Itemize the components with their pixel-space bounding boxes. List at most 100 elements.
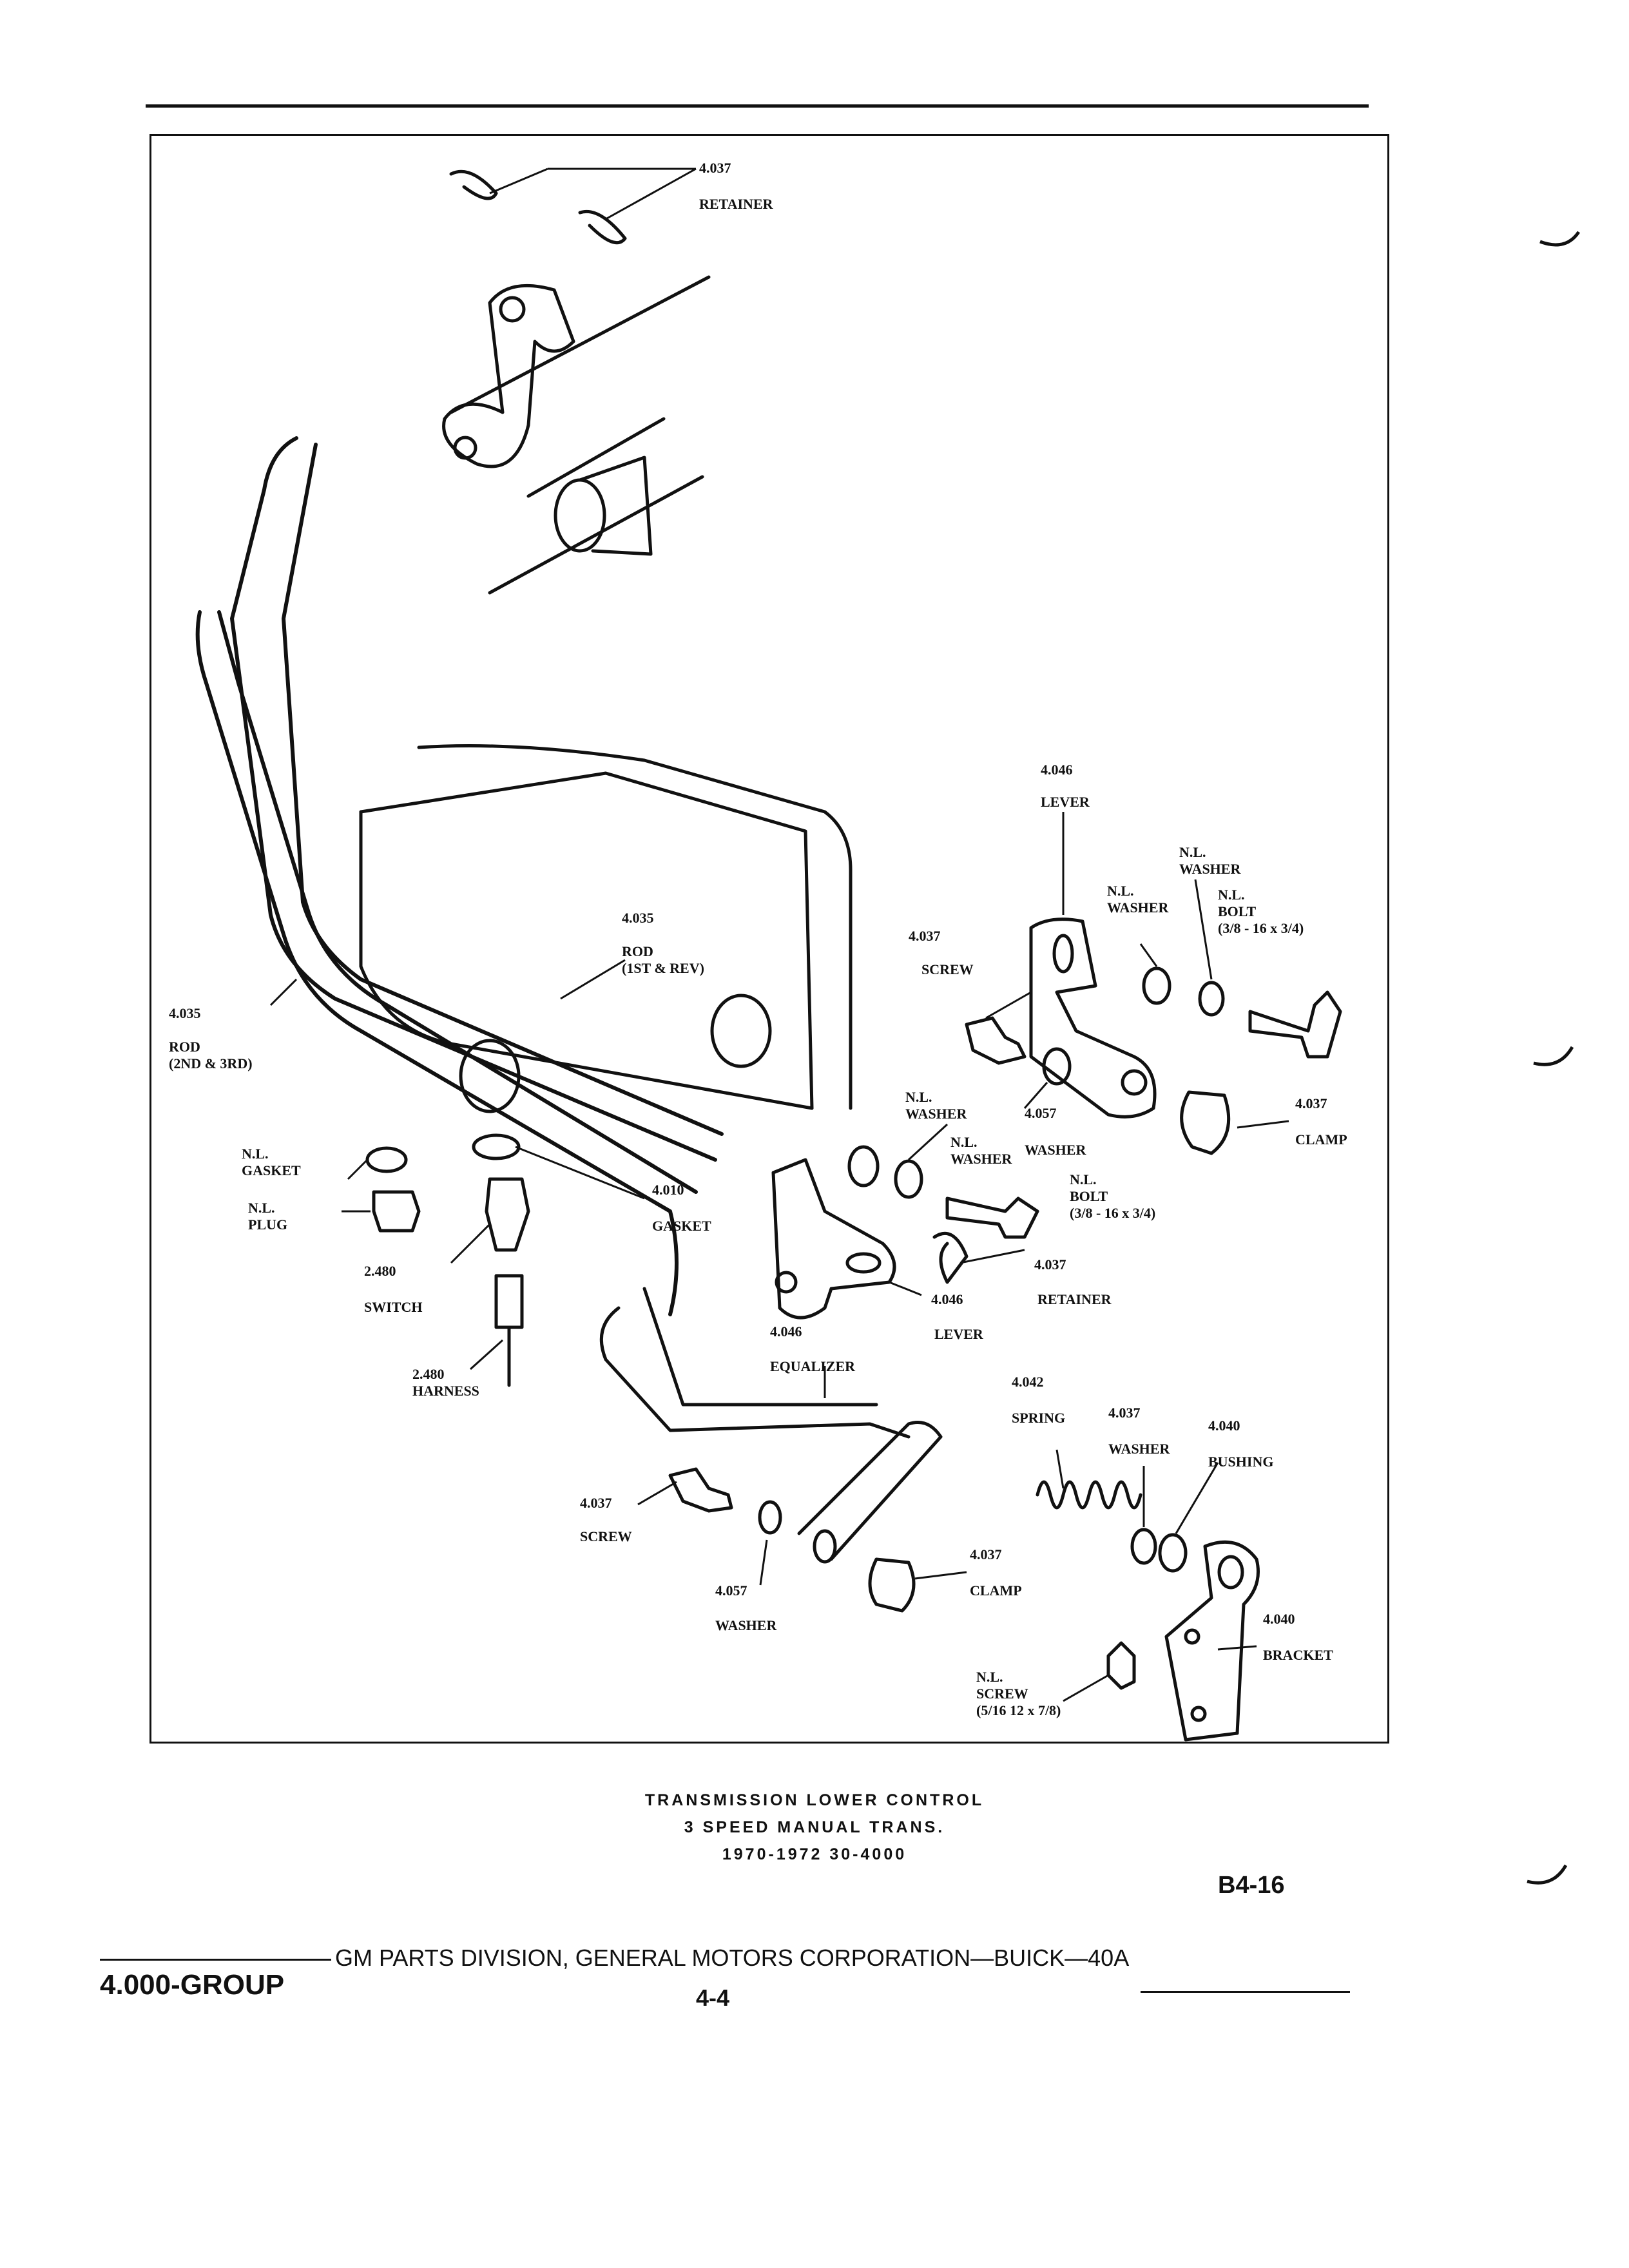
label-switch-num: 2.480 — [364, 1263, 396, 1279]
label-rod-2nd: ROD — [169, 1039, 200, 1055]
label-screw-lower-num: 4.037 — [580, 1495, 612, 1511]
label-retainer-mid: RETAINER — [1037, 1291, 1112, 1307]
label-lever-mid-num: 4.046 — [931, 1291, 963, 1307]
label-nl-plug-b: PLUG — [248, 1216, 287, 1233]
label-spring: SPRING — [1012, 1410, 1065, 1426]
bolt-upper-right — [1248, 990, 1342, 1059]
plug-left — [372, 1190, 421, 1233]
label-clamp-lower-num: 4.037 — [970, 1546, 1002, 1562]
label-nl-plug: N.L. — [248, 1200, 275, 1216]
label-nl-gasket-b: GASKET — [242, 1162, 301, 1178]
lever-mid — [771, 1158, 896, 1320]
label-nl-bolt-mid-size: (3/8 - 16 x 3/4) — [1070, 1205, 1155, 1221]
footer-rule-left — [316, 1959, 331, 1961]
label-equalizer: EQUALIZER — [770, 1358, 856, 1374]
spring — [1036, 1480, 1142, 1510]
label-rod-1st-b: (1ST & REV) — [622, 960, 704, 976]
washer-upper-right — [1042, 966, 1225, 1086]
label-bushing-num: 4.040 — [1208, 1418, 1240, 1434]
washer-bushing-lower — [1130, 1528, 1188, 1573]
label-bracket: BRACKET — [1263, 1647, 1333, 1663]
part-labels: 4.037 RETAINER 4.046 LEVER N.L. WASHER N… — [169, 160, 1347, 1718]
label-nl-bolt-mid: N.L. — [1070, 1171, 1097, 1187]
label-switch: SWITCH — [364, 1299, 422, 1315]
label-lever-top-num: 4.046 — [1041, 762, 1073, 778]
label-harness-num: 2.480 — [412, 1366, 445, 1382]
label-retainer-top-num: 4.037 — [699, 160, 731, 176]
label-harness: HARNESS — [412, 1383, 479, 1399]
label-bracket-num: 4.040 — [1263, 1611, 1295, 1627]
label-nl-gasket: N.L. — [242, 1146, 269, 1162]
rod-1st-rev — [195, 610, 698, 1316]
label-nl-bolt-right-size: (3/8 - 16 x 3/4) — [1218, 920, 1304, 936]
label-retainer-top: RETAINER — [699, 196, 774, 212]
footer-rule-left-long — [100, 1959, 316, 1961]
label-washer-037: WASHER — [1108, 1441, 1170, 1457]
label-gasket-num: 4.010 — [652, 1182, 684, 1198]
equalizer — [599, 1287, 943, 1561]
footer-rule-right — [1141, 1991, 1350, 1993]
clamp-upper — [1180, 1090, 1231, 1155]
label-nl-screw-size: (5/16 12 x 7/8) — [976, 1702, 1061, 1718]
label-rod-1st-num: 4.035 — [622, 910, 654, 926]
label-clamp-lower: CLAMP — [970, 1582, 1022, 1599]
label-rod-2nd-num: 4.035 — [169, 1005, 201, 1021]
screw-upper — [965, 1016, 1027, 1065]
gasket-center — [472, 1133, 521, 1160]
figure-code: B4-16 — [1218, 1872, 1285, 1899]
bracket-lower — [1164, 1540, 1260, 1742]
gasket-left — [365, 1146, 408, 1173]
label-nl-washer-mid: N.L. — [905, 1089, 932, 1105]
label-lever-top: LEVER — [1041, 794, 1090, 810]
label-nl-bolt-right-b: BOLT — [1218, 903, 1256, 919]
label-nl-bolt-right: N.L. — [1218, 887, 1245, 903]
footer-page: 4-4 — [696, 1984, 730, 2011]
label-washer-057-lower: WASHER — [715, 1617, 777, 1633]
label-nl-washer-1b: WASHER — [1179, 861, 1241, 877]
label-clamp-upper-num: 4.037 — [1295, 1095, 1327, 1111]
footer-group: 4.000-GROUP — [100, 1969, 285, 2001]
lever-upper — [1029, 918, 1157, 1119]
nl-screw-lower — [1106, 1641, 1136, 1690]
bolt-mid — [945, 1196, 1039, 1239]
label-washer-057-upper: WASHER — [1025, 1142, 1086, 1158]
top-rule — [146, 104, 1369, 108]
label-lever-mid: LEVER — [934, 1326, 984, 1342]
label-nl-washer-1: N.L. — [1179, 844, 1206, 860]
column-bracket — [442, 284, 575, 468]
label-clamp-upper: CLAMP — [1295, 1131, 1347, 1148]
label-bushing: BUSHING — [1208, 1454, 1273, 1470]
label-rod-1st: ROD — [622, 943, 653, 959]
footer-publisher: GM PARTS DIVISION, GENERAL MOTORS CORPOR… — [335, 1945, 1130, 1971]
caption-line-2: 3 SPEED MANUAL TRANS. — [684, 1818, 945, 1836]
clamp-lower — [868, 1557, 916, 1613]
retainer-mid — [932, 1231, 969, 1284]
transmission-housing — [359, 744, 853, 1113]
label-rod-2nd-b: (2ND & 3RD) — [169, 1055, 253, 1072]
label-lever-left-num: 4.046 — [770, 1323, 802, 1340]
label-retainer-mid-num: 4.037 — [1034, 1256, 1066, 1273]
caption-line-3: 1970-1972 30-4000 — [722, 1845, 907, 1863]
label-screw-upper-num: 4.037 — [909, 928, 941, 944]
label-gasket: GASKET — [652, 1218, 711, 1234]
retainer-clip-upper — [449, 169, 627, 245]
label-washer-037-num: 4.037 — [1108, 1405, 1141, 1421]
label-nl-washer-2b: WASHER — [1107, 899, 1169, 916]
label-screw-upper: SCREW — [921, 961, 974, 977]
caption-line-1: TRANSMISSION LOWER CONTROL — [644, 1791, 985, 1809]
label-washer-057-lower-num: 4.057 — [715, 1582, 747, 1599]
label-nl-washer-mid-b: WASHER — [905, 1106, 967, 1122]
label-nl-screw: N.L. — [976, 1669, 1003, 1685]
label-screw-lower: SCREW — [580, 1528, 632, 1544]
label-nl-washer-mid2-b: WASHER — [950, 1151, 1012, 1167]
binding-marks — [1527, 231, 1581, 1885]
label-nl-screw-b: SCREW — [976, 1686, 1028, 1702]
rod-2nd-3rd — [230, 436, 724, 1162]
washers-mid — [847, 1145, 923, 1199]
label-nl-washer-mid2: N.L. — [950, 1134, 978, 1150]
steering-column-shaft — [449, 275, 711, 595]
label-nl-washer-2: N.L. — [1107, 883, 1134, 899]
label-washer-057-upper-num: 4.057 — [1025, 1105, 1057, 1121]
leader-lines — [269, 168, 1289, 1702]
